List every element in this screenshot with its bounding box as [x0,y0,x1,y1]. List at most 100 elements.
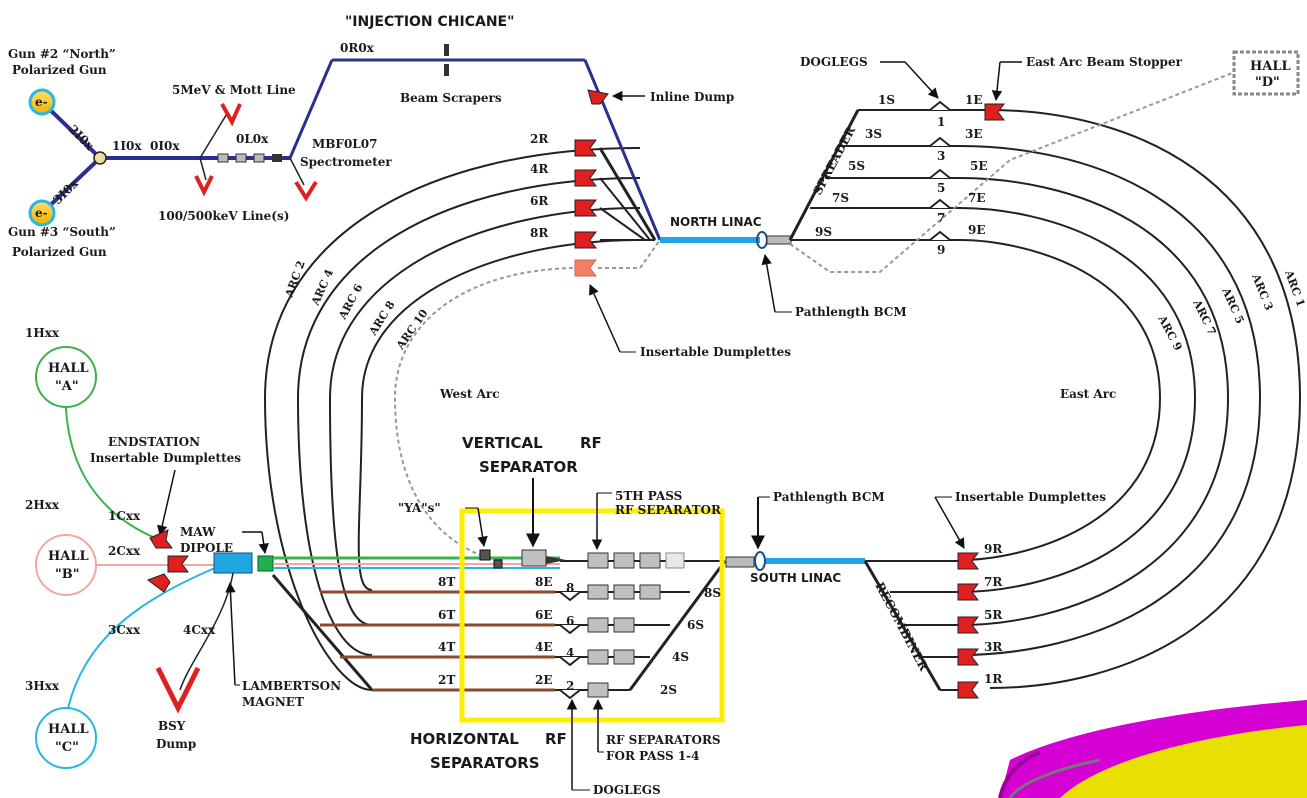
label-1r: 1R [984,672,1003,686]
label-5r: 5R [984,608,1003,622]
dump-2c-icon [167,555,189,573]
hall-a-quote: "A" [55,379,79,394]
east-r-dumps [957,552,979,699]
line-1cxx: 1Cxx [108,509,141,523]
dump-7r-icon [957,583,979,601]
lambertson-magnet [257,555,274,572]
hall-d-quote: "D" [1255,75,1280,90]
hall-a-name: HALL [48,361,89,376]
bsy-label: BSY [158,719,186,733]
arc-7 [959,207,1197,593]
gun3-sub: Polarized Gun [12,245,107,259]
lambertson-label: LAMBERTSON [242,679,341,693]
dump-10r-icon [574,259,597,277]
experimental-halls: HALL "A" HALL "B" HALL "C" 1Hxx 2Hxx 3Hx… [25,326,341,769]
north-bcm-label: Pathlength BCM [795,305,907,319]
label-4e: 4E [535,640,553,654]
label-9s: 9S [815,225,832,239]
mott-label: 5MeV & Mott Line [172,83,296,97]
hall-a-code: 1Hxx [25,326,60,340]
spectrometer-dump-icon [294,180,318,202]
arc1-label: ARC 1 [1282,268,1307,309]
spectrometer-label: Spectrometer [300,155,392,169]
south-linac-label: SOUTH LINAC [750,571,841,585]
beam-scraper-icon [444,44,449,56]
gun2-sub: Polarized Gun [12,63,107,77]
arc-5 [959,177,1230,626]
ya-label: "YA"s" [398,501,441,515]
dump-3r-icon [957,648,979,666]
num-2: 2 [566,679,574,693]
separator-highlight-box [459,508,725,723]
bsy-dump-icon [155,666,201,714]
hall-b-code: 2Hxx [25,498,60,512]
hall-c-name: HALL [48,722,89,737]
arc-2 [263,147,641,691]
num-9: 9 [937,243,945,257]
rf2-label: RF [545,730,567,748]
gun-north [28,88,56,116]
label-4s: 4S [672,650,689,664]
label-4t: 4T [438,640,455,654]
scrapers-label: Beam Scrapers [400,91,502,105]
inline-dump-icon [587,89,609,105]
label-8r: 8R [530,226,549,240]
maw-dipole [213,552,253,574]
label-9e: 9E [968,223,986,237]
num-6: 6 [566,614,574,628]
num-5: 5 [937,181,945,195]
num-8: 8 [566,581,574,595]
kev-dump-icon [194,175,214,197]
dump-8r-icon [574,231,597,249]
seg-1I0x: 1I0x [112,139,142,153]
label-2r: 2R [530,132,549,146]
dump-1c-icon [149,529,173,549]
hall-b-quote: "B" [55,567,80,582]
mott-dump-icon [220,103,242,127]
dump-2r-icon [574,139,597,157]
label-4r: 4R [530,162,549,176]
fifth-pass-sub: RF SEPARATOR [615,503,722,517]
magnet-label: MAGNET [242,695,304,709]
north-dumplettes-label: Insertable Dumplettes [640,345,791,359]
line-2cxx: 2Cxx [108,544,141,558]
gun3-label: Gun #3 “South” [8,225,116,239]
label-3s: 3S [865,127,882,141]
south-bcm-label: Pathlength BCM [773,490,885,504]
e-label-south: e- [35,206,48,220]
label-1s: 1S [878,93,895,107]
kev-label: 100/500keV Line(s) [158,209,289,223]
label-1e: 1E [965,93,983,107]
inline-dump-label: Inline Dump [650,90,734,104]
arc3-label: ARC 3 [1249,271,1276,312]
arc-4 [296,177,641,656]
gun2-label: Gun #2 “North” [8,47,116,61]
rf-sep-label: RF SEPARATORS [606,733,721,747]
seg-0R0x: 0R0x [340,41,375,55]
e-label-north: e- [35,95,48,109]
label-7e: 7E [968,191,986,205]
label-9r: 9R [984,542,1003,556]
east-arc-label: East Arc [1060,387,1116,401]
south-dumplettes-label: Insertable Dumplettes [955,490,1106,504]
arc6-label: ARC 6 [336,282,366,323]
dipole-label: DIPOLE [180,541,233,555]
vertical-label: VERTICAL [462,434,543,452]
ya-magnet [479,549,491,561]
west-dumps [574,139,597,277]
recombiner-label: RECOMBINER [872,580,931,674]
label-5e: 5E [970,159,988,173]
east-stopper-icon [984,103,1005,121]
label-5s: 5S [848,159,865,173]
arc-1 [989,109,1302,689]
num-7: 7 [937,211,945,225]
west-arc-label: West Arc [439,387,500,401]
horizontal-label: HORIZONTAL [410,730,519,748]
label-3e: 3E [965,127,983,141]
arc2-label: ARC 2 [282,259,308,300]
endstation-sub: Insertable Dumplettes [90,451,241,465]
south-region: VERTICAL RF SEPARATOR 5TH PASS RF SEPARA… [271,434,1106,797]
endstation-label: ENDSTATION [108,435,200,449]
arc5-label: ARC 5 [1219,285,1247,326]
north-linac-region: 2R 4R 6R 8R NORTH LINAC Pathlength BCM I… [530,132,907,359]
